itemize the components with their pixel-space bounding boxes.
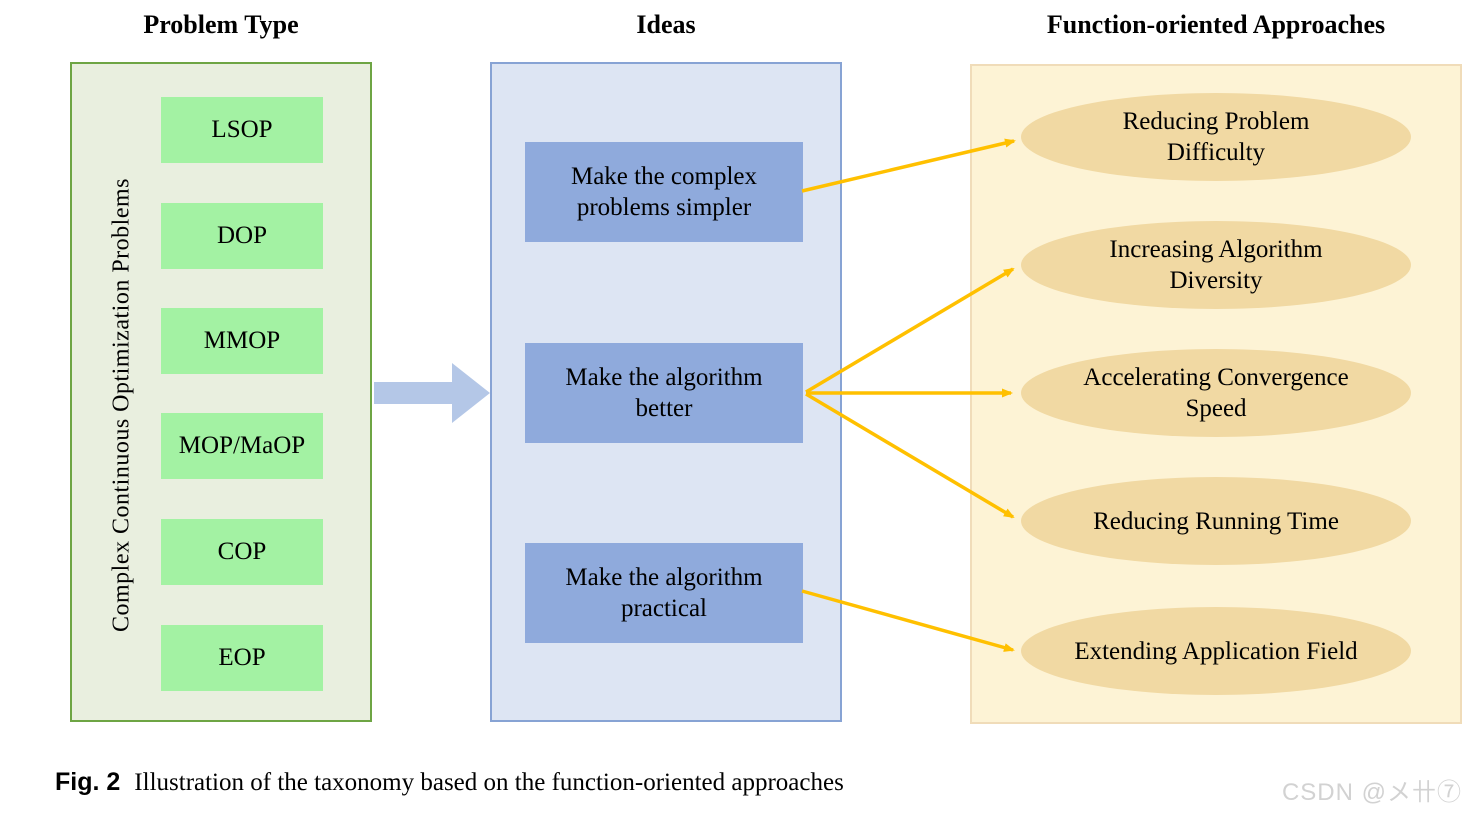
- approach-ellipse-difficulty: Reducing Problem Difficulty: [1021, 93, 1411, 181]
- problem-type-item-lsop: LSOP: [161, 97, 323, 163]
- figure-number-label: Fig. 2: [55, 768, 121, 796]
- problem-type-item-mopmaop: MOP/MaOP: [161, 413, 323, 479]
- idea-box-simpler: Make the complex problems simpler: [525, 142, 803, 242]
- problem-type-panel: [70, 62, 372, 722]
- idea-box-practical: Make the algorithm practical: [525, 543, 803, 643]
- figure-caption: Fig. 2 Illustration of the taxonomy based…: [55, 768, 844, 797]
- problem-type-item-dop: DOP: [161, 203, 323, 269]
- column-header-approaches: Function-oriented Approaches: [1046, 10, 1386, 39]
- csdn-watermark: CSDN @メ卄⑦: [1281, 779, 1462, 806]
- problem-type-item-mmop: MMOP: [161, 308, 323, 374]
- problem-type-item-cop: COP: [161, 519, 323, 585]
- approach-ellipse-diversity: Increasing Algorithm Diversity: [1021, 221, 1411, 309]
- idea-box-better: Make the algorithm better: [525, 343, 803, 443]
- approach-ellipse-runtime: Reducing Running Time: [1021, 477, 1411, 565]
- column-header-ideas: Ideas: [636, 10, 696, 39]
- approach-ellipse-application: Extending Application Field: [1021, 607, 1411, 695]
- approach-ellipse-convergence: Accelerating Convergence Speed: [1021, 349, 1411, 437]
- problem-group-label: Complex Continuous Optimization Problems: [108, 178, 135, 632]
- main-flow-arrow: [374, 363, 490, 423]
- figure-caption-text: Illustration of the taxonomy based on th…: [134, 769, 844, 796]
- problem-type-item-eop: EOP: [161, 625, 323, 691]
- column-header-problem-type: Problem Type: [143, 10, 299, 39]
